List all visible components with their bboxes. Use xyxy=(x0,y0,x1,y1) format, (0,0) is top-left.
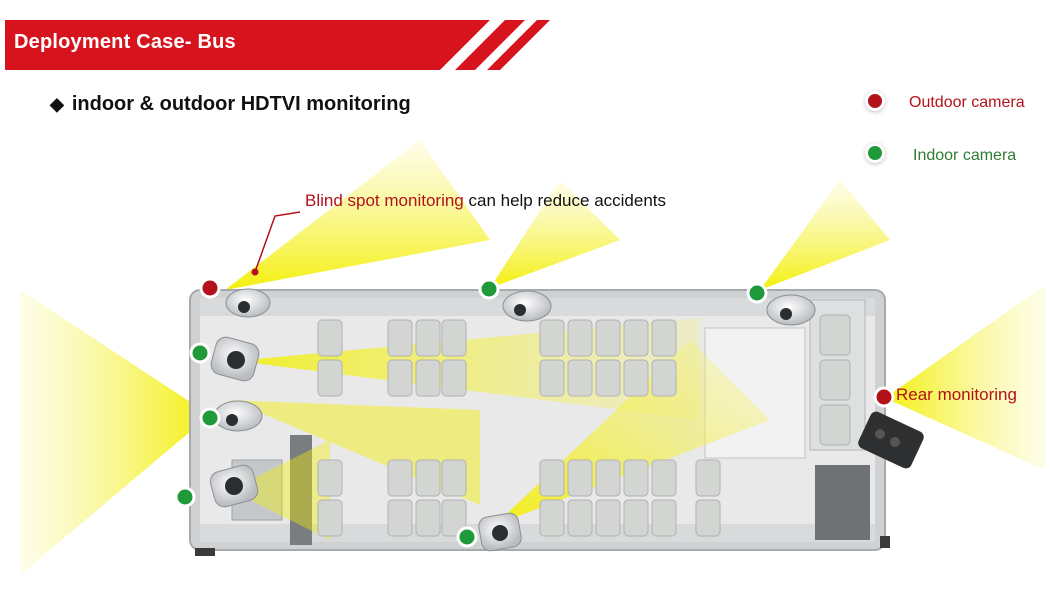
rear-camera-device xyxy=(858,411,924,469)
blind-spot-rest: can help reduce accidents xyxy=(463,191,667,210)
indoor-camera-marker-front-middle xyxy=(199,407,221,429)
coverage-beam-lower-front xyxy=(230,440,330,540)
dome-camera-front-top xyxy=(225,288,271,318)
outdoor-camera-marker-rear xyxy=(873,386,895,408)
diamond-bullet-icon: ◆ xyxy=(50,94,64,114)
page-title: Deployment Case- Bus xyxy=(14,31,236,53)
header-banner xyxy=(5,20,550,70)
mini-dome-camera-front-left-upper xyxy=(210,336,260,382)
blind-spot-highlight: Blind spot monitoring xyxy=(305,191,464,210)
rear-monitoring-label: Rear monitoring xyxy=(896,385,1017,404)
indoor-camera-legend-dot xyxy=(868,146,882,160)
legend-indoor-label: Indoor camera xyxy=(913,147,1017,164)
indoor-camera-marker-front-lower xyxy=(174,486,196,508)
coverage-cone-front-top xyxy=(225,140,490,290)
seats xyxy=(317,314,851,537)
coverage-cone-rear xyxy=(885,285,1045,470)
subtitle: ◆ indoor & outdoor HDTVI monitoring xyxy=(50,93,411,116)
blind-spot-callout: Blind spot monitoring can help reduce ac… xyxy=(305,191,666,211)
subtitle-text: indoor & outdoor HDTVI monitoring xyxy=(71,93,411,115)
indoor-camera-marker-bottom xyxy=(456,526,478,548)
outdoor-camera-legend-dot xyxy=(868,94,882,108)
mini-dome-camera-front-left-lower xyxy=(209,464,259,508)
coverage-cone-front-left xyxy=(20,290,210,575)
outdoor-camera-marker-front xyxy=(199,277,221,299)
dome-camera-front-left-middle xyxy=(213,400,263,432)
callout-leader-dot xyxy=(251,268,259,276)
legend-outdoor-label: Outdoor camera xyxy=(909,94,1025,111)
indoor-camera-marker-top-rear xyxy=(746,282,768,304)
indoor-camera-marker-top-middle xyxy=(478,278,500,300)
callout-leader-line xyxy=(254,211,301,273)
camera-markers xyxy=(174,277,895,548)
indoor-camera-marker-front-upper xyxy=(189,342,211,364)
mini-dome-camera-bottom xyxy=(478,512,522,552)
dome-camera-top-middle xyxy=(502,290,552,322)
dome-camera-top-rear xyxy=(766,294,816,326)
coverage-cone-top-rear xyxy=(760,180,890,290)
coverage-cone-top-middle xyxy=(490,180,620,288)
